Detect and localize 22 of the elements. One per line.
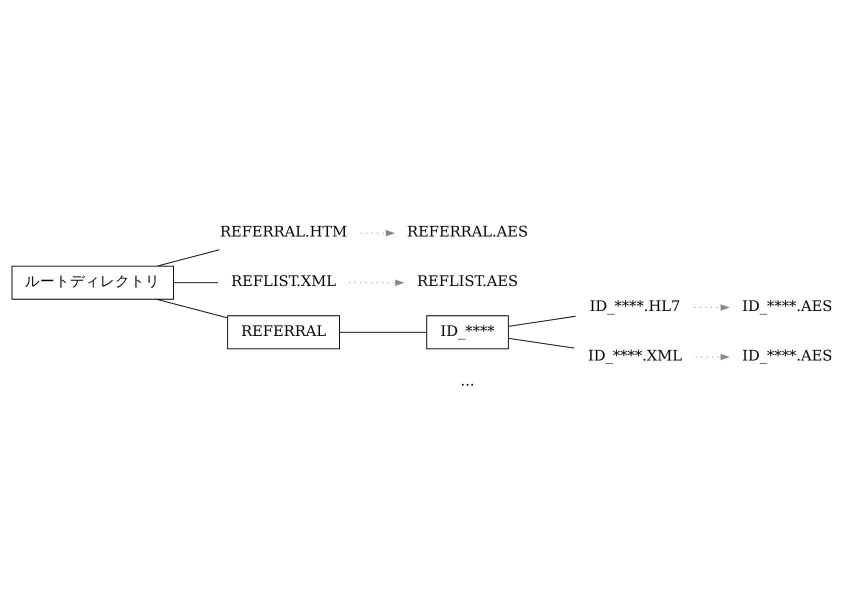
- label: ...: [460, 372, 475, 390]
- node-text: REFLIST.XML: [231, 273, 336, 290]
- node-text: ID_****.AES: [742, 298, 832, 315]
- node-text: REFERRAL.AES: [407, 224, 528, 241]
- connector: [156, 298, 228, 318]
- arrow: [694, 304, 730, 311]
- node-box: REFERRAL: [227, 315, 340, 350]
- node-text: REFERRAL.HTM: [220, 224, 348, 241]
- node-box: ID_****: [426, 315, 509, 350]
- node-box: ルートディレクトリ: [12, 266, 174, 300]
- arrow: [360, 230, 396, 236]
- connector: [156, 249, 220, 267]
- arrow: [348, 280, 404, 286]
- node-text: ID_****.XML: [588, 348, 682, 365]
- arrow: [695, 354, 730, 360]
- node-text: ID_****.HL7: [590, 298, 680, 315]
- node-text: REFLIST.AES: [416, 273, 518, 290]
- connector: [339, 332, 428, 333]
- node-text: ID_****.AES: [742, 348, 832, 365]
- connector: [508, 316, 576, 327]
- connector: [173, 282, 218, 284]
- connector: [508, 338, 575, 349]
